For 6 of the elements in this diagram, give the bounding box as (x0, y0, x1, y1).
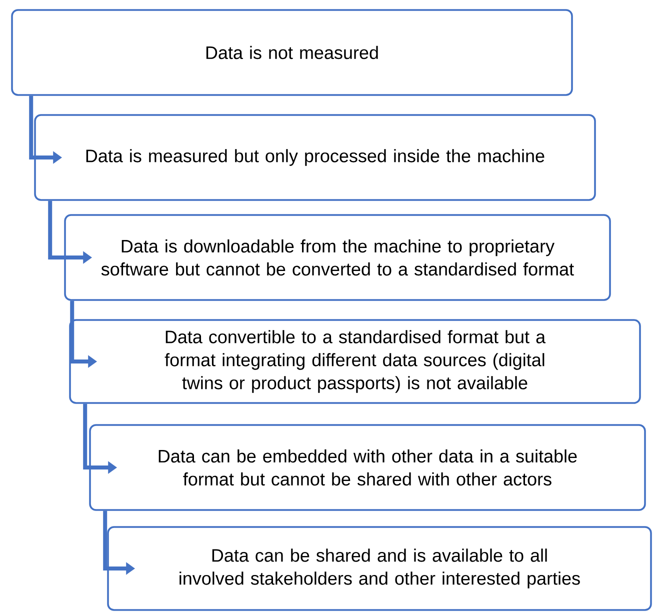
process-box: Data is measured but only processed inside the machine (34, 114, 596, 201)
process-box: Data is downloadable from the machine to proprietary software but cannot be converted to a standardised format (64, 214, 611, 301)
process-box: Data can be embedded with other data in a suitable format but cannot be shared with other actors (89, 424, 646, 511)
process-box: Data can be shared and is available to all involved stakeholders and other interested parties (107, 526, 652, 611)
process-box: Data is not measured (11, 9, 573, 96)
process-box: Data convertible to a standardised format but a format integrating different data sources (digital twins or product passports) is not available (69, 319, 641, 404)
